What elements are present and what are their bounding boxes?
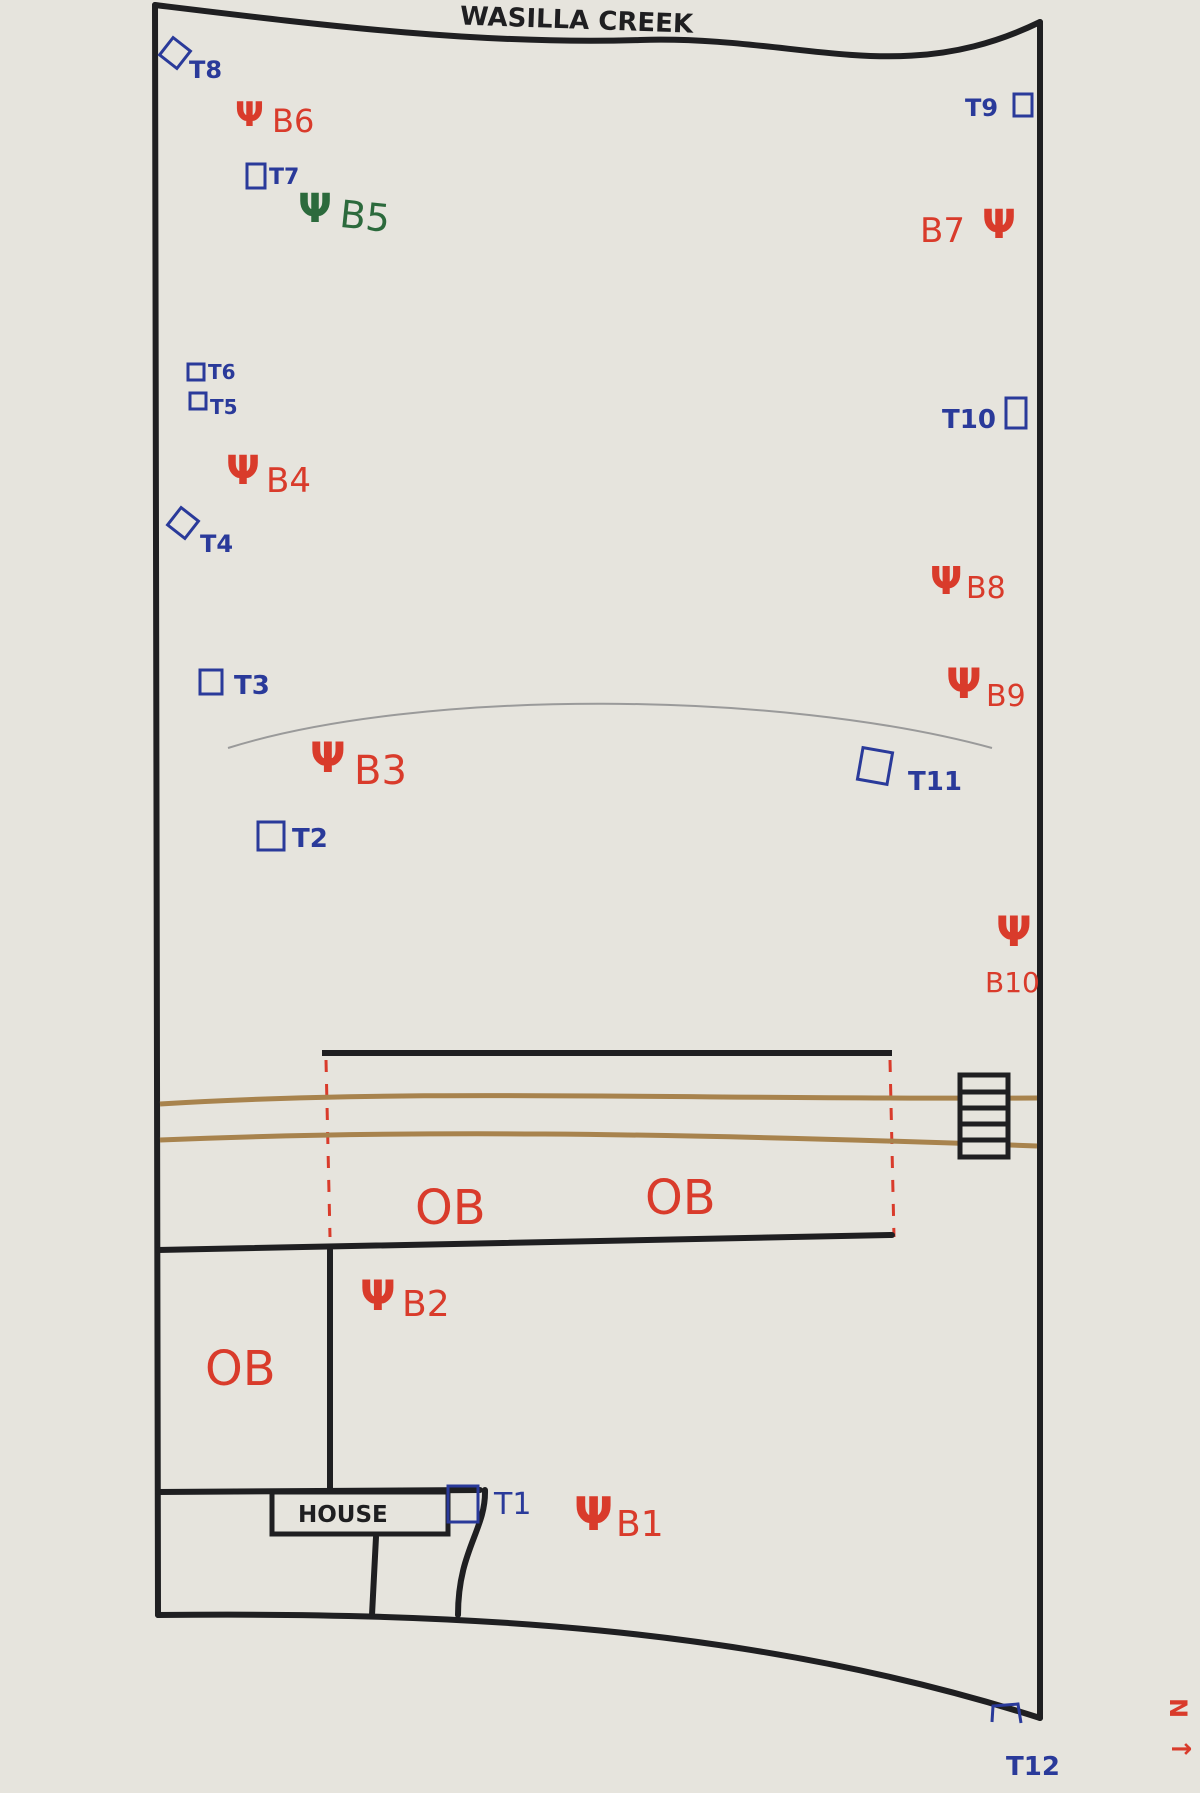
beacon-b2-label: B2 <box>402 1284 450 1325</box>
road-edge-top <box>159 1093 1038 1107</box>
tree-t11-square <box>855 745 895 787</box>
beacon-b3-label: B3 <box>354 748 407 794</box>
outbuilding-long <box>322 1050 896 1238</box>
ob-label-left: OB <box>415 1180 486 1236</box>
beacon-b3-icon: Ψ <box>310 733 346 782</box>
beacon-b3: Ψ B3 <box>310 733 407 794</box>
pencil-arc <box>227 702 993 749</box>
tree-t5-square <box>188 391 208 411</box>
tree-t6-label: T6 <box>208 360 236 384</box>
beacon-b9: Ψ B9 <box>946 659 1026 714</box>
tree-t11-label: T11 <box>908 767 962 797</box>
boundary-top <box>152 2 1043 60</box>
tree-t4-square <box>165 505 201 541</box>
fence-horizontal <box>155 1232 895 1253</box>
tree-labels: T8 T7 T6 T5 T4 T3 T2 T1 T9 T10 T11 T12 <box>189 56 1060 1782</box>
beacon-b1-label: B1 <box>616 1504 664 1545</box>
beacon-b10-label: B10 <box>985 966 1040 999</box>
beacon-b5: Ψ B5 <box>298 186 392 241</box>
tree-t3-square <box>198 668 224 696</box>
beacon-b6-label: B6 <box>272 102 314 140</box>
tree-t3-label: T3 <box>234 671 270 701</box>
beacon-b6-icon: Ψ <box>235 95 264 135</box>
beacon-b8: Ψ B8 <box>930 559 1006 606</box>
beacon-b10: Ψ B10 <box>985 907 1040 999</box>
bridge-frame <box>957 1072 1011 1160</box>
tree-t8-label: T8 <box>189 56 222 84</box>
tree-t12-label: T12 <box>1006 1752 1060 1782</box>
beacon-b7: B7 Ψ <box>920 202 1016 251</box>
beacon-b5-label: B5 <box>338 192 393 241</box>
road-edge-bottom <box>159 1131 1038 1149</box>
tree-t9-square <box>1012 92 1034 118</box>
beacon-b4-label: B4 <box>266 461 311 501</box>
beacon-b8-label: B8 <box>966 571 1006 606</box>
beacon-b6: Ψ B6 <box>235 95 314 140</box>
compass-label: N <box>1164 1698 1192 1718</box>
bridge <box>957 1072 1011 1160</box>
beacon-b2: Ψ B2 <box>360 1271 450 1325</box>
tree-t12-marker <box>990 1702 1023 1724</box>
tree-t1-label: T1 <box>493 1487 531 1522</box>
outbuilding-right-edge <box>888 1059 896 1238</box>
beacon-markers: Ψ B6 Ψ B5 B7 Ψ Ψ B4 Ψ B8 Ψ B9 Ψ B3 Ψ B10 <box>226 95 1040 1545</box>
house-label: HOUSE <box>298 1502 388 1528</box>
beacon-b9-icon: Ψ <box>946 659 982 708</box>
compass: N ↑ <box>1164 1698 1195 1760</box>
tree-t4-label: T4 <box>200 530 233 558</box>
tree-t6-square <box>186 362 206 382</box>
tree-t2-square <box>256 820 286 852</box>
ob-label-yard: OB <box>205 1341 276 1397</box>
road <box>159 1093 1038 1149</box>
beacon-b10-icon: Ψ <box>996 907 1032 956</box>
tree-t9-label: T9 <box>965 94 998 122</box>
outbuilding-left-edge <box>324 1059 332 1238</box>
beacon-b7-label: B7 <box>920 211 965 251</box>
beacon-b2-icon: Ψ <box>360 1271 396 1320</box>
ob-label-right: OB <box>645 1170 716 1226</box>
beacon-b1: Ψ B1 <box>574 1487 664 1545</box>
tree-t10-label: T10 <box>942 405 996 435</box>
driveway-right <box>455 1487 489 1618</box>
tree-t10-square <box>1004 396 1028 430</box>
beacon-b4: Ψ B4 <box>226 448 311 501</box>
beacon-b8-icon: Ψ <box>930 559 962 603</box>
boundary-bottom <box>155 1611 1043 1721</box>
driveway-left <box>369 1534 379 1618</box>
compass-arrow-icon: ↑ <box>1165 1738 1195 1760</box>
tree-t8-square <box>157 35 193 71</box>
boundary-left <box>152 2 161 1618</box>
property-boundary <box>152 2 1043 1721</box>
tree-t7-square <box>245 162 267 190</box>
beacon-b5-icon: Ψ <box>298 186 332 232</box>
tree-t2-label: T2 <box>292 824 328 854</box>
tree-t1-square <box>446 1484 480 1524</box>
tree-t7-label: T7 <box>269 165 299 190</box>
beacon-b9-label: B9 <box>986 679 1026 714</box>
beacon-b4-icon: Ψ <box>226 448 260 494</box>
house <box>269 1489 451 1537</box>
tree-markers <box>157 35 1034 1724</box>
beacon-b7-icon: Ψ <box>982 202 1016 248</box>
beacon-b1-icon: Ψ <box>574 1487 613 1541</box>
tree-t5-label: T5 <box>210 395 238 419</box>
